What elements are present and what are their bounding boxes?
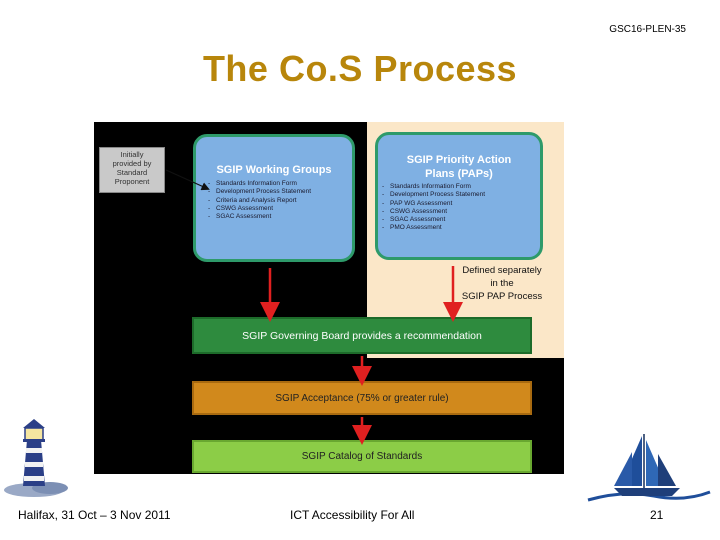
- defined-note-line: in the: [490, 278, 514, 289]
- defined-note-line: SGIP PAP Process: [461, 291, 543, 302]
- list-item: SGAC Assessment: [208, 213, 352, 221]
- slide-title: The Co.S Process: [202, 48, 518, 89]
- footer-event: Halifax, 31 Oct – 3 Nov 2011: [18, 508, 171, 522]
- working-groups-title: SGIP Working Groups: [216, 164, 332, 176]
- pap-list: Standards Information Form Development P…: [382, 183, 540, 233]
- working-groups-list: Standards Information Form Development P…: [208, 180, 352, 221]
- list-item: CSWG Assessment: [208, 205, 352, 213]
- note-line: provided by: [112, 159, 152, 168]
- process-diagram: Initially provided by Standard Proponent…: [94, 122, 564, 474]
- list-item: SGAC Assessment: [382, 216, 540, 224]
- pap-title-line: SGIP Priority Action: [406, 154, 512, 166]
- list-item: Standards Information Form: [208, 180, 352, 188]
- catalog-label: SGIP Catalog of Standards: [301, 451, 423, 462]
- list-item: CSWG Assessment: [382, 208, 540, 216]
- note-line: Standard: [116, 168, 148, 177]
- lighthouse-icon: [4, 419, 68, 497]
- defined-note-line: Defined separately: [462, 265, 542, 276]
- acceptance-label: SGIP Acceptance (75% or greater rule): [275, 392, 449, 404]
- governing-board-step: SGIP Governing Board provides a recommen…: [192, 317, 532, 354]
- page-number: 21: [650, 508, 664, 522]
- sailing-ship-icon: [587, 434, 711, 502]
- list-item: Standards Information Form: [382, 183, 540, 191]
- governing-board-label: SGIP Governing Board provides a recommen…: [242, 329, 482, 342]
- list-item: PMO Assessment: [382, 224, 540, 232]
- list-item: Criteria and Analysis Report: [208, 197, 352, 205]
- pap-title: SGIP Priority Action Plans (PAPs): [378, 153, 540, 181]
- list-item: Development Process Statement: [208, 188, 352, 196]
- proponent-note: Initially provided by Standard Proponent: [99, 147, 165, 193]
- acceptance-step: SGIP Acceptance (75% or greater rule): [192, 381, 532, 415]
- pap-title-line: Plans (PAPs): [425, 168, 493, 180]
- pap-defined-note: Defined separately in the SGIP PAP Proce…: [450, 264, 554, 303]
- footer-tagline: ICT Accessibility For All: [290, 508, 415, 522]
- note-line: Proponent: [114, 177, 150, 186]
- note-line: Initially: [120, 150, 144, 159]
- working-groups-box: SGIP Working Groups Standards Informatio…: [193, 134, 355, 262]
- list-item: PAP WG Assessment: [382, 200, 540, 208]
- list-item: Development Process Statement: [382, 191, 540, 199]
- pap-box: SGIP Priority Action Plans (PAPs) Standa…: [375, 132, 543, 260]
- catalog-step: SGIP Catalog of Standards: [192, 440, 532, 473]
- document-id: GSC16-PLEN-35: [609, 24, 686, 35]
